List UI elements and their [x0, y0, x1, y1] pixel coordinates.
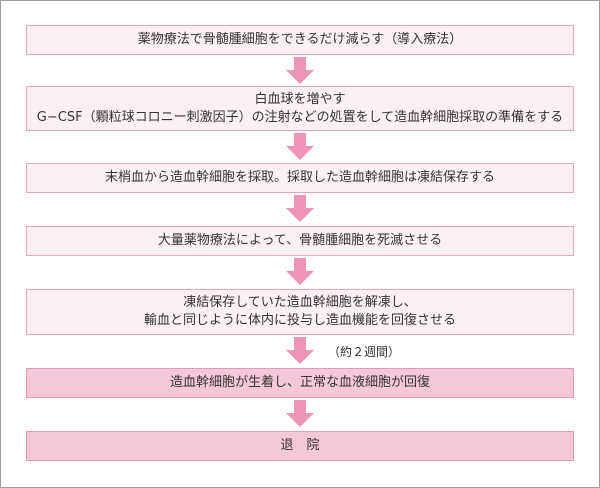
duration-note: （約２週間） [328, 345, 401, 359]
step-text: 凍結保存していた造血幹細胞を解凍し、 [183, 295, 417, 310]
arrow-down-icon [286, 195, 314, 222]
step-text: 白血球を増やす [254, 91, 346, 107]
arrow-down-icon [286, 258, 314, 285]
step-engraftment: 造血幹細胞が生着し、正常な血液細胞が回復 [26, 368, 574, 398]
step-induction-therapy: 薬物療法で骨髄腫細胞をできるだけ減らす（導入療法） [26, 25, 574, 55]
step-text: 造血幹細胞が生着し、正常な血液細胞が回復 [169, 375, 430, 390]
step-text: G−CSF（顆粒球コロニー刺激因子）の注射などの処置をして造血幹細胞採取の準備を… [36, 109, 564, 125]
arrow-down-icon [286, 337, 314, 364]
step-text: 末梢血から造血幹細胞を採取。採取した造血幹細胞は凍結保存する [104, 170, 495, 185]
step-discharge: 退 院 [26, 431, 574, 461]
arrow-down-icon [286, 133, 314, 160]
arrow-down-icon [286, 57, 314, 84]
step-text: 輸血と同じように体内に投与し造血機能を回復させる [143, 313, 456, 328]
step-stem-cell-harvest: 末梢血から造血幹細胞を採取。採取した造血幹細胞は凍結保存する [26, 163, 574, 193]
step-text: 薬物療法で骨髄腫細胞をできるだけ減らす（導入療法） [137, 32, 463, 47]
step-text: 大量薬物療法によって、骨髄腫細胞を死滅させる [157, 233, 443, 248]
arrow-down-icon [286, 400, 314, 427]
step-stem-cell-infusion: 凍結保存していた造血幹細胞を解凍し、 輸血と同じように体内に投与し造血機能を回復… [26, 289, 574, 335]
step-stem-cell-mobilization: 白血球を増やす G−CSF（顆粒球コロニー刺激因子）の注射などの処置をして造血幹… [26, 86, 574, 131]
step-text: 退 院 [280, 438, 320, 453]
step-high-dose-therapy: 大量薬物療法によって、骨髄腫細胞を死滅させる [26, 226, 574, 256]
